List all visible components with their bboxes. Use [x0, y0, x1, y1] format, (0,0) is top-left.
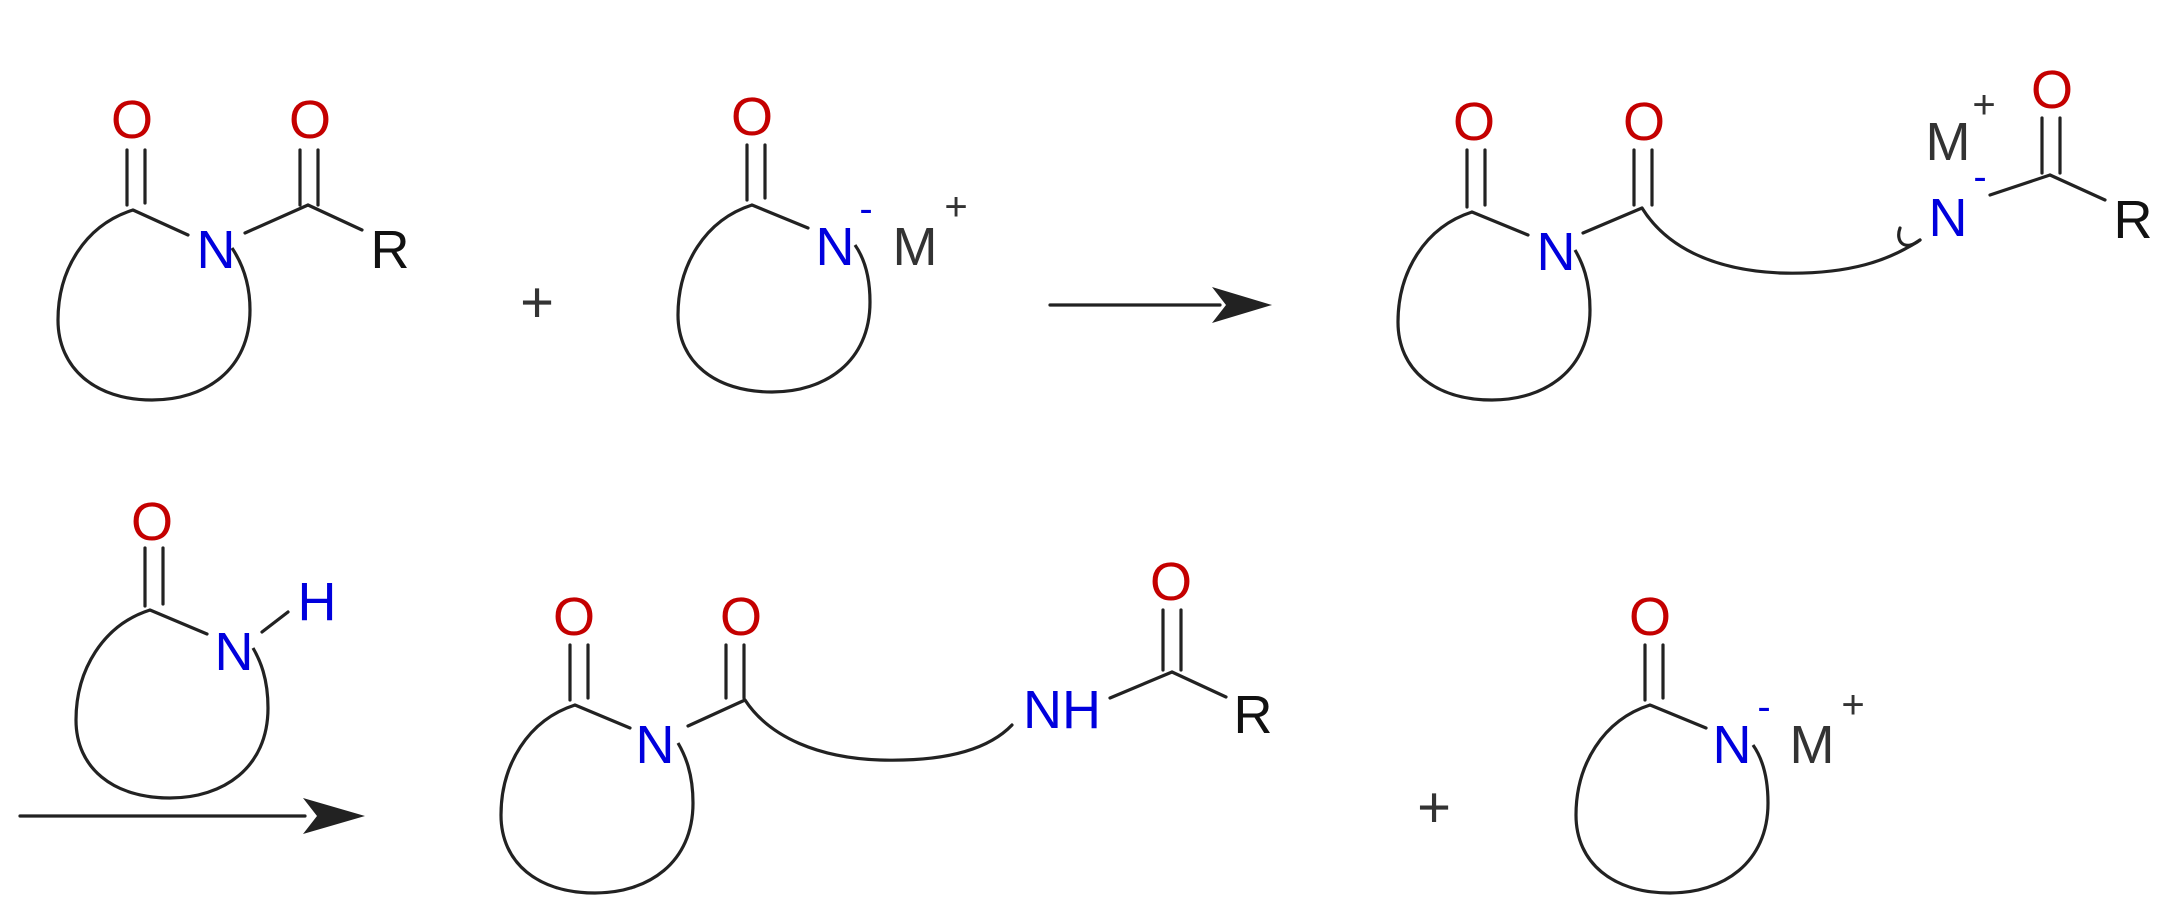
minus-charge: -: [1757, 685, 1770, 729]
c-n-bond: [148, 608, 209, 636]
hydrogen-label: H: [298, 572, 337, 632]
oxygen-label: O: [1623, 92, 1665, 152]
metal-label: M: [1926, 112, 1971, 172]
nitrogen-label: N: [816, 217, 855, 277]
lactam-anion: O N - M +: [1574, 587, 1865, 895]
chain-bond: [1897, 226, 1922, 247]
c-n-bond: [131, 208, 190, 237]
oxygen-label: O: [1629, 587, 1671, 647]
r-group-label: R: [1234, 685, 1273, 745]
n-acyl-bond: [1108, 670, 1174, 700]
oxygen-label: O: [1150, 552, 1192, 612]
n-acyl-bond: [1581, 206, 1644, 235]
minus-charge: -: [859, 187, 872, 231]
acylated-anion-intermediate: O O N M + N - O R: [1396, 60, 2153, 402]
plus-sign: +: [1417, 775, 1451, 840]
reaction-arrow: [1048, 287, 1272, 323]
c-n-bond: [573, 703, 632, 730]
minus-charge: -: [1973, 155, 1986, 199]
nh-label: NH: [1023, 680, 1101, 740]
reaction-arrow: [18, 798, 365, 834]
oxygen-label: O: [289, 90, 331, 150]
plus-sign: +: [520, 270, 554, 335]
metal-label: M: [1790, 715, 1835, 775]
acylated-product: O O N NH O R: [499, 552, 1273, 895]
lactam-reagent: O N H: [74, 492, 337, 800]
c-n-bond: [750, 203, 810, 230]
lactam-ring: [676, 203, 872, 394]
n-acyl-bond: [1988, 173, 2052, 197]
plus-charge: +: [1841, 683, 1864, 727]
lactam-ring: [1574, 703, 1770, 895]
r-group-label: R: [371, 220, 410, 280]
lactam-ring: [1396, 210, 1592, 402]
acyl-r-bond: [1170, 670, 1228, 699]
nitrogen-label: N: [636, 715, 675, 775]
oxygen-label: O: [111, 90, 153, 150]
n-acyl-bond: [243, 203, 310, 235]
chain-bond: [1640, 206, 1922, 275]
chain-bond: [743, 698, 1014, 762]
oxygen-label: O: [720, 587, 762, 647]
n-acyl-lactam: O O N R: [56, 90, 410, 402]
lactam-ring: [74, 608, 270, 800]
lactam-ring: [499, 703, 695, 895]
oxygen-label: O: [731, 87, 773, 147]
c-n-bond: [1470, 210, 1530, 237]
r-group-label: R: [2114, 190, 2153, 250]
metal-label: M: [893, 217, 938, 277]
n-h-bond: [260, 610, 290, 634]
lactam-ring: [56, 208, 252, 402]
acyl-r-bond: [2048, 173, 2107, 202]
n-acyl-bond: [686, 698, 747, 728]
plus-charge: +: [944, 185, 967, 229]
nitrogen-label: N: [197, 220, 236, 280]
oxygen-label: O: [553, 587, 595, 647]
acyl-r-bond: [306, 203, 364, 232]
oxygen-label: O: [2031, 60, 2073, 120]
plus-charge: +: [1972, 83, 1995, 127]
lactam-anion: O N - M +: [676, 87, 968, 394]
oxygen-label: O: [131, 492, 173, 552]
nitrogen-label: N: [215, 622, 254, 682]
c-n-bond: [1648, 703, 1708, 730]
oxygen-label: O: [1453, 92, 1495, 152]
nitrogen-label: N: [1929, 188, 1968, 248]
nitrogen-label: N: [1537, 222, 1576, 282]
nitrogen-label: N: [1713, 715, 1752, 775]
